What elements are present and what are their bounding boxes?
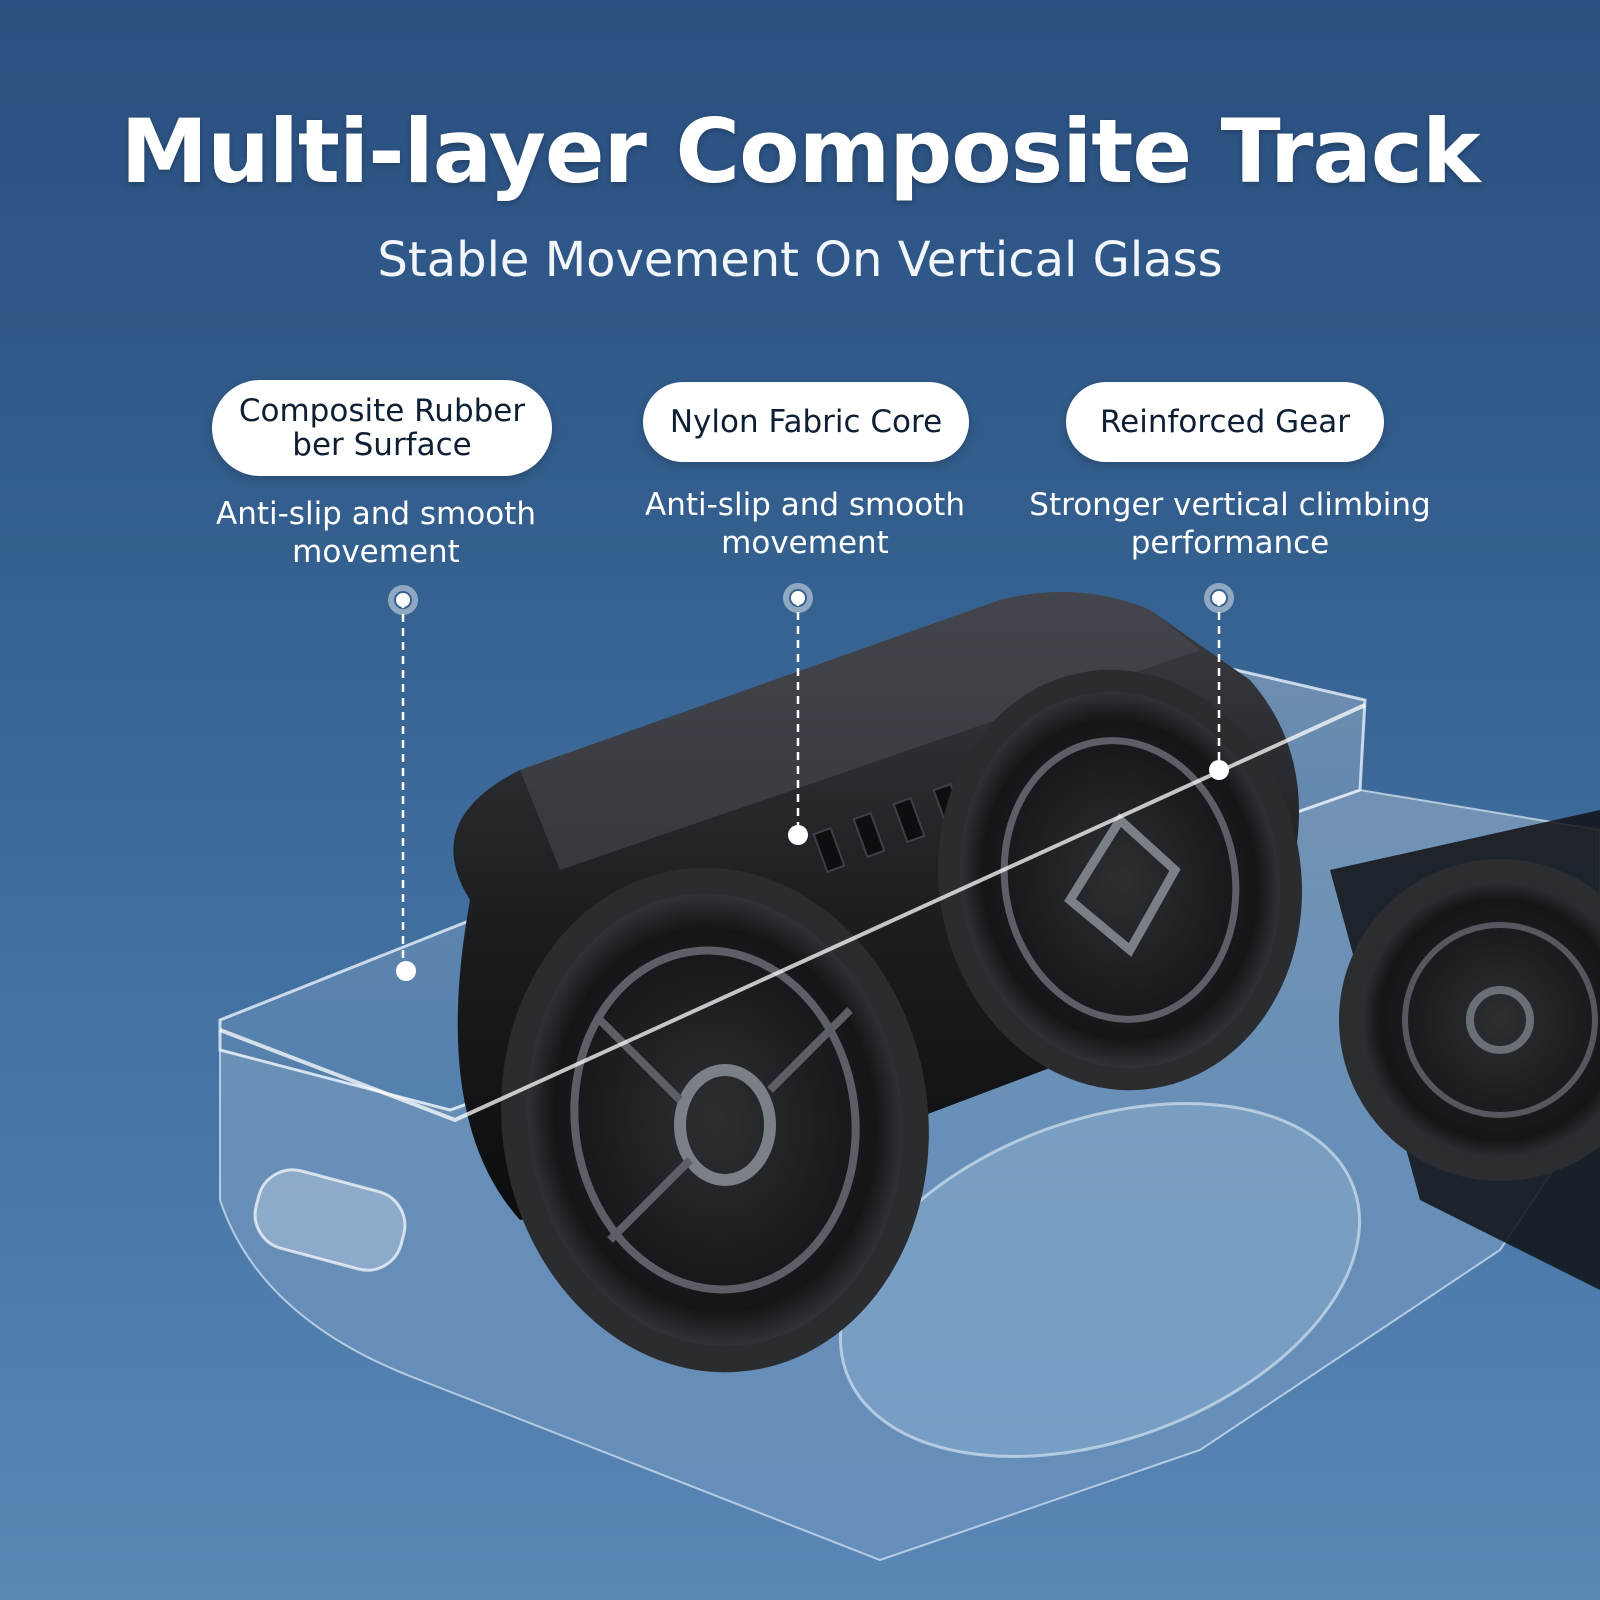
feature-label-composite-rubber: Composite Rubber ber Surface xyxy=(212,380,552,476)
secondary-track xyxy=(1330,810,1600,1290)
feature-description-line: Anti-slip and smooth xyxy=(216,496,536,532)
feature-description-line: Anti-slip and smooth xyxy=(645,487,965,523)
front-gear-wheel xyxy=(501,867,929,1373)
feature-label-line: Composite Rubber xyxy=(238,393,526,429)
page-subtitle: Stable Movement On Vertical Glass xyxy=(377,232,1223,288)
rear-gear-wheel xyxy=(938,669,1302,1091)
feature-description-line: movement xyxy=(721,525,889,561)
feature-description-line: performance xyxy=(1130,525,1330,561)
feature-description-nylon-core: Anti-slip and smooth movement xyxy=(600,486,1010,562)
feature-label-line: Nylon Fabric Core xyxy=(669,404,943,440)
feature-label-nylon-core: Nylon Fabric Core xyxy=(643,382,969,462)
page-title: Multi-layer Composite Track xyxy=(120,100,1481,203)
feature-description-line: movement xyxy=(292,534,460,570)
callout-lines xyxy=(388,583,1234,981)
feature-label-line: Reinforced Gear xyxy=(1100,404,1350,440)
feature-label-reinforced-gear: Reinforced Gear xyxy=(1066,382,1384,462)
feature-description-line: Stronger vertical climbing xyxy=(1029,487,1431,523)
feature-label-line: ber Surface xyxy=(292,427,472,463)
feature-description-reinforced-gear: Stronger vertical climbing performance xyxy=(1000,486,1460,562)
feature-description-composite-rubber: Anti-slip and smooth movement xyxy=(176,495,576,571)
